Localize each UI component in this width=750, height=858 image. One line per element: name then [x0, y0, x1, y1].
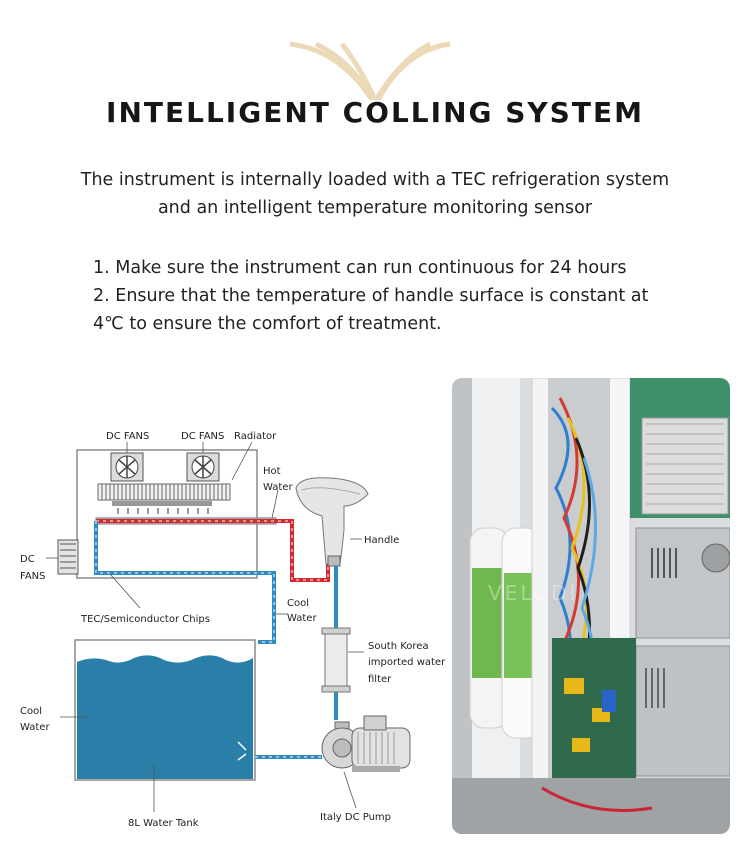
cooling-housing — [76, 449, 258, 579]
point-item: 1. Make sure the instrument can run cont… — [93, 258, 627, 278]
cool-water-pipe — [94, 521, 276, 644]
label-tec-chips: TEC/Semiconductor Chips — [80, 614, 210, 625]
water-filter-icon — [321, 627, 351, 693]
label-dc-fans: DC FANS — [181, 431, 224, 442]
label-filter: imported water — [368, 657, 446, 668]
intro-line: The instrument is internally loaded with… — [80, 170, 670, 190]
label-radiator: Radiator — [234, 431, 277, 442]
intro-text: The instrument is internally loaded with… — [40, 166, 710, 222]
feature-points: 1. Make sure the instrument can run cont… — [93, 254, 693, 338]
label-tank-water: Water — [20, 722, 50, 733]
fan-icon — [110, 452, 144, 482]
point-item: 4℃ to ensure the comfort of treatment. — [93, 314, 442, 334]
label-hot-water: Water — [263, 482, 293, 493]
page-title: INTELLIGENT COLLING SYSTEM — [106, 96, 644, 129]
device-interior-photo: VELUDI — [452, 378, 730, 834]
water-tank — [74, 639, 256, 781]
label-cool-water: Cool — [287, 598, 309, 609]
label-tank-water: Cool — [20, 706, 42, 717]
pump-icon — [321, 715, 411, 772]
label-water-tank: 8L Water Tank — [128, 818, 199, 829]
label-pump: Italy DC Pump — [320, 812, 391, 823]
label-handle: Handle — [364, 535, 399, 546]
point-item: 2. Ensure that the temperature of handle… — [93, 286, 649, 306]
filter-cartridge — [469, 527, 541, 739]
cooling-system-diagram: DC FANS DC FANS Radiator Hot Water Handl… — [20, 431, 446, 829]
radiator-icon — [97, 483, 231, 514]
side-fan-icon — [57, 539, 79, 575]
label-hot-water: Hot — [263, 466, 281, 477]
fan-icon — [186, 452, 220, 482]
label-dc-fans-side: DC — [20, 554, 35, 565]
label-dc-fans: DC FANS — [106, 431, 149, 442]
label-dc-fans-side: FANS — [20, 571, 46, 582]
label-filter: South Korea — [368, 641, 429, 652]
handle-icon — [295, 477, 369, 567]
brand-logo-mark — [289, 41, 451, 100]
label-filter: filter — [368, 674, 392, 685]
photo-watermark: VELUDI — [488, 581, 578, 605]
label-cool-water: Water — [287, 613, 317, 624]
intro-line: and an intelligent temperature monitorin… — [157, 198, 593, 218]
